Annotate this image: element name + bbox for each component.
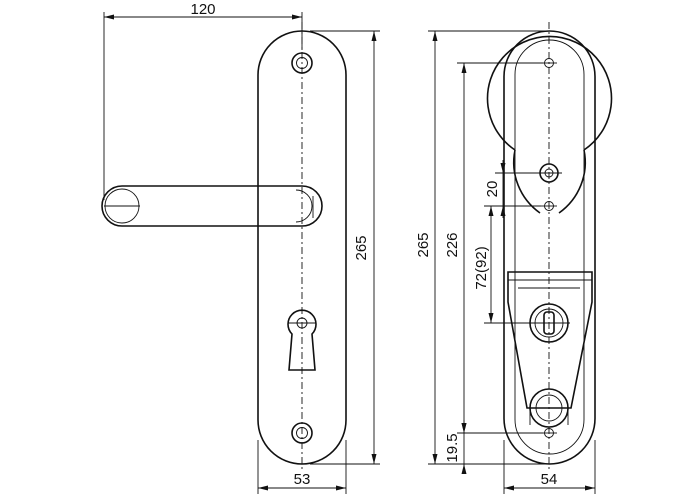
front-view xyxy=(101,22,347,472)
dimension-226-label: 226 xyxy=(444,232,461,257)
dimension-53: 53 xyxy=(257,440,347,494)
dimension-265-right-label: 265 xyxy=(415,232,432,257)
side-top-hole xyxy=(541,58,557,68)
side-backplate-outer xyxy=(503,30,596,465)
dimension-54-label: 54 xyxy=(541,471,558,488)
dimension-265-right: 265 xyxy=(415,30,545,465)
top-screw-hole xyxy=(291,52,313,74)
side-handle-hole xyxy=(541,201,557,211)
dimension-265-left-label: 265 xyxy=(353,235,370,260)
lower-cylinder xyxy=(529,388,569,428)
handle-rosette xyxy=(486,35,613,151)
dimension-72-92-label: 72(92) xyxy=(473,246,490,289)
dimension-53-label: 53 xyxy=(294,471,311,488)
dimension-19-5-label: 19.5 xyxy=(444,433,461,462)
side-view xyxy=(486,22,613,472)
dimension-19-5: 19.5 xyxy=(444,420,467,474)
side-backplate-inner xyxy=(514,39,585,455)
dimension-72-92: 72(92) xyxy=(473,205,541,324)
bottom-screw-hole xyxy=(291,422,313,444)
dimension-20: 20 xyxy=(484,160,540,218)
dimension-226: 226 xyxy=(444,62,543,434)
side-bottom-hole xyxy=(541,428,557,438)
dimension-265-left: 265 xyxy=(310,30,380,465)
dimension-120: 120 xyxy=(103,1,303,200)
dimension-20-label: 20 xyxy=(484,181,501,198)
cylinder-housing xyxy=(507,271,593,409)
dimension-120-label: 120 xyxy=(190,1,215,18)
cylinder-keyway xyxy=(528,303,570,343)
dimension-54: 54 xyxy=(503,440,596,494)
